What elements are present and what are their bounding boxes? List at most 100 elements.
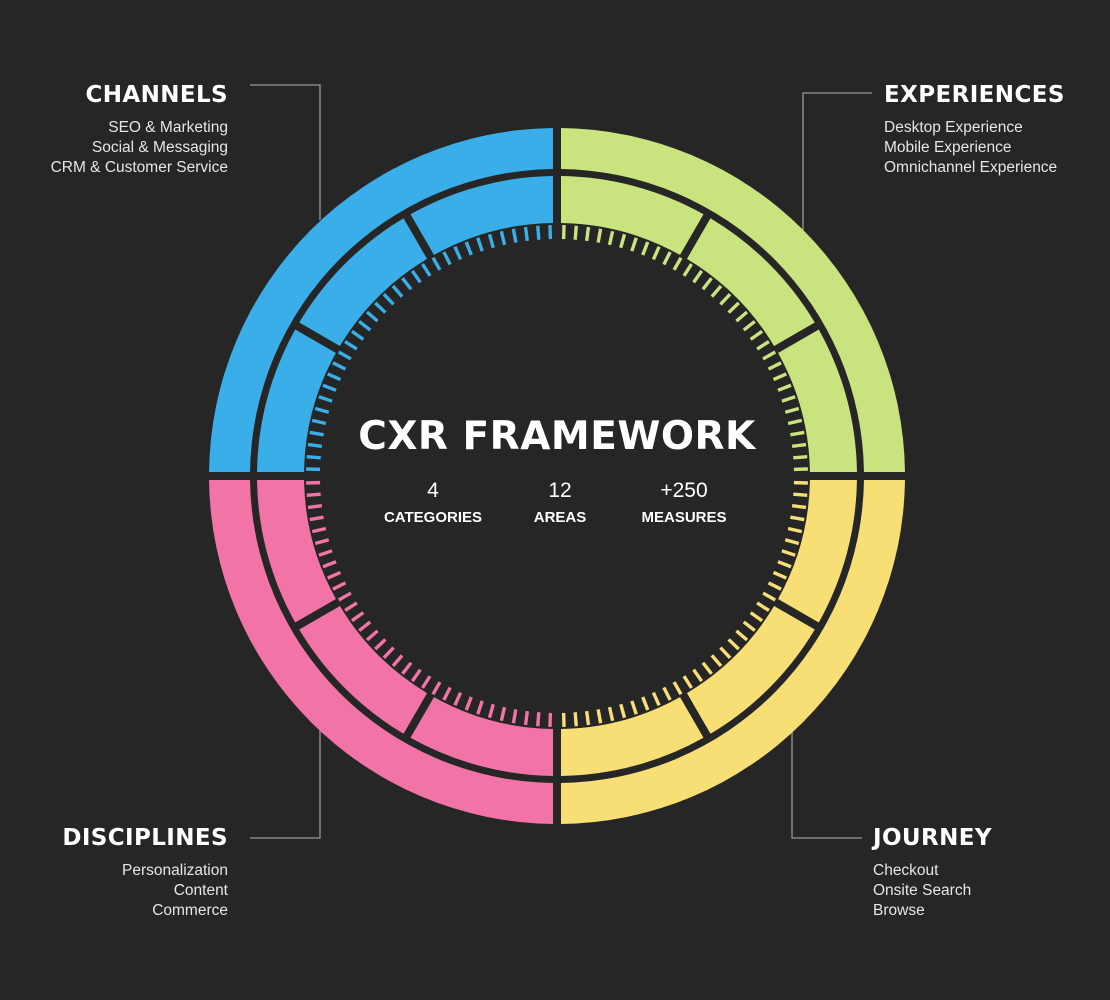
measure-tick	[793, 492, 808, 497]
stat-value: +250	[660, 479, 708, 502]
measure-tick	[727, 301, 740, 314]
category-title-disciplines: DISCIPLINES	[62, 825, 228, 851]
measure-tick	[651, 246, 661, 261]
measure-tick	[314, 538, 330, 546]
measure-tick	[358, 620, 372, 632]
measure-tick	[596, 709, 603, 724]
measure-tick	[692, 668, 704, 683]
area-segment-disciplines	[257, 480, 336, 623]
area-segment-journey	[561, 697, 704, 776]
measure-tick	[772, 570, 787, 580]
measure-tick	[374, 638, 387, 651]
measure-tick	[710, 284, 723, 298]
measure-tick-ring	[306, 225, 808, 727]
measure-tick	[309, 430, 324, 437]
measure-tick	[314, 406, 330, 414]
measure-tick	[337, 350, 352, 361]
measure-tick	[306, 455, 321, 460]
measure-tick	[607, 230, 615, 246]
measure-tick	[453, 246, 463, 261]
measure-tick	[585, 226, 591, 242]
area-segment-experiences	[561, 176, 704, 255]
area-segment-experiences	[686, 218, 815, 347]
area-segment-channels	[410, 176, 553, 255]
category-item: SEO & Marketing	[108, 119, 228, 136]
stat-value: 12	[548, 479, 572, 502]
measure-tick	[619, 703, 627, 719]
connector-journey	[791, 728, 862, 839]
measure-tick	[307, 504, 323, 510]
measure-tick	[742, 620, 756, 632]
measure-tick	[791, 504, 807, 510]
category-band-journey	[561, 480, 905, 824]
measure-tick	[476, 700, 484, 715]
measure-tick	[453, 691, 463, 706]
measure-tick	[327, 372, 342, 382]
category-item: Desktop Experience	[884, 119, 1023, 136]
measure-tick	[585, 710, 591, 726]
measure-tick	[719, 646, 732, 659]
measure-tick	[311, 418, 327, 426]
measure-tick	[710, 654, 723, 668]
measure-tick	[767, 581, 782, 591]
measure-tick	[762, 350, 777, 361]
area-segment-channels	[299, 218, 428, 347]
stat-label: CATEGORIES	[383, 509, 483, 526]
category-items-journey: Checkout Onsite Search Browse	[873, 861, 992, 921]
measure-tick	[762, 591, 777, 602]
measure-tick	[756, 340, 770, 351]
area-ring	[257, 176, 857, 776]
measure-tick	[309, 515, 324, 522]
measure-tick	[382, 293, 395, 306]
measure-tick	[749, 611, 764, 623]
category-title-channels: CHANNELS	[85, 82, 228, 108]
measure-tick	[767, 361, 782, 371]
category-item: Content	[173, 882, 228, 899]
measure-tick	[464, 241, 473, 256]
category-band-disciplines	[209, 480, 553, 824]
measure-tick	[790, 515, 805, 522]
area-segment-disciplines	[410, 697, 553, 776]
measure-tick	[784, 406, 800, 414]
measure-tick	[749, 329, 764, 341]
measure-tick	[701, 277, 713, 291]
measure-tick	[784, 538, 800, 546]
area-segment-journey	[778, 480, 857, 623]
category-experiences: EXPERIENCES Desktop Experience Mobile Ex…	[884, 82, 1065, 178]
measure-tick	[682, 675, 693, 689]
category-title-experiences: EXPERIENCES	[884, 82, 1065, 108]
measure-tick	[344, 340, 358, 351]
measure-tick	[391, 284, 404, 298]
measure-tick	[523, 710, 529, 726]
measure-tick	[756, 601, 770, 612]
measure-tick	[322, 560, 337, 569]
measure-tick	[630, 700, 638, 715]
measure-tick	[777, 560, 792, 569]
measure-tick	[318, 395, 333, 403]
category-channels: CHANNELS SEO & Marketing Social & Messag…	[51, 82, 228, 178]
measure-tick	[790, 430, 805, 437]
measure-tick	[701, 661, 713, 675]
stat-value: 4	[427, 479, 439, 502]
measure-tick	[358, 320, 372, 332]
measure-tick	[662, 251, 672, 266]
measure-tick	[401, 661, 413, 675]
measure-tick	[511, 709, 518, 724]
connector-experiences	[802, 92, 872, 230]
measure-tick	[641, 241, 650, 256]
measure-tick	[431, 681, 442, 696]
measure-tick	[410, 269, 422, 284]
stat-areas: 12 AREAS	[485, 479, 635, 527]
measure-tick	[332, 361, 347, 371]
measure-tick	[311, 526, 327, 534]
measure-tick	[476, 237, 484, 252]
measure-tick	[787, 418, 803, 426]
measure-tick	[499, 706, 507, 722]
measure-tick	[781, 395, 796, 403]
category-band-experiences	[561, 128, 905, 472]
measure-tick	[630, 237, 638, 252]
measure-tick	[791, 442, 807, 448]
area-segment-experiences	[778, 329, 857, 472]
measure-tick	[464, 696, 473, 711]
